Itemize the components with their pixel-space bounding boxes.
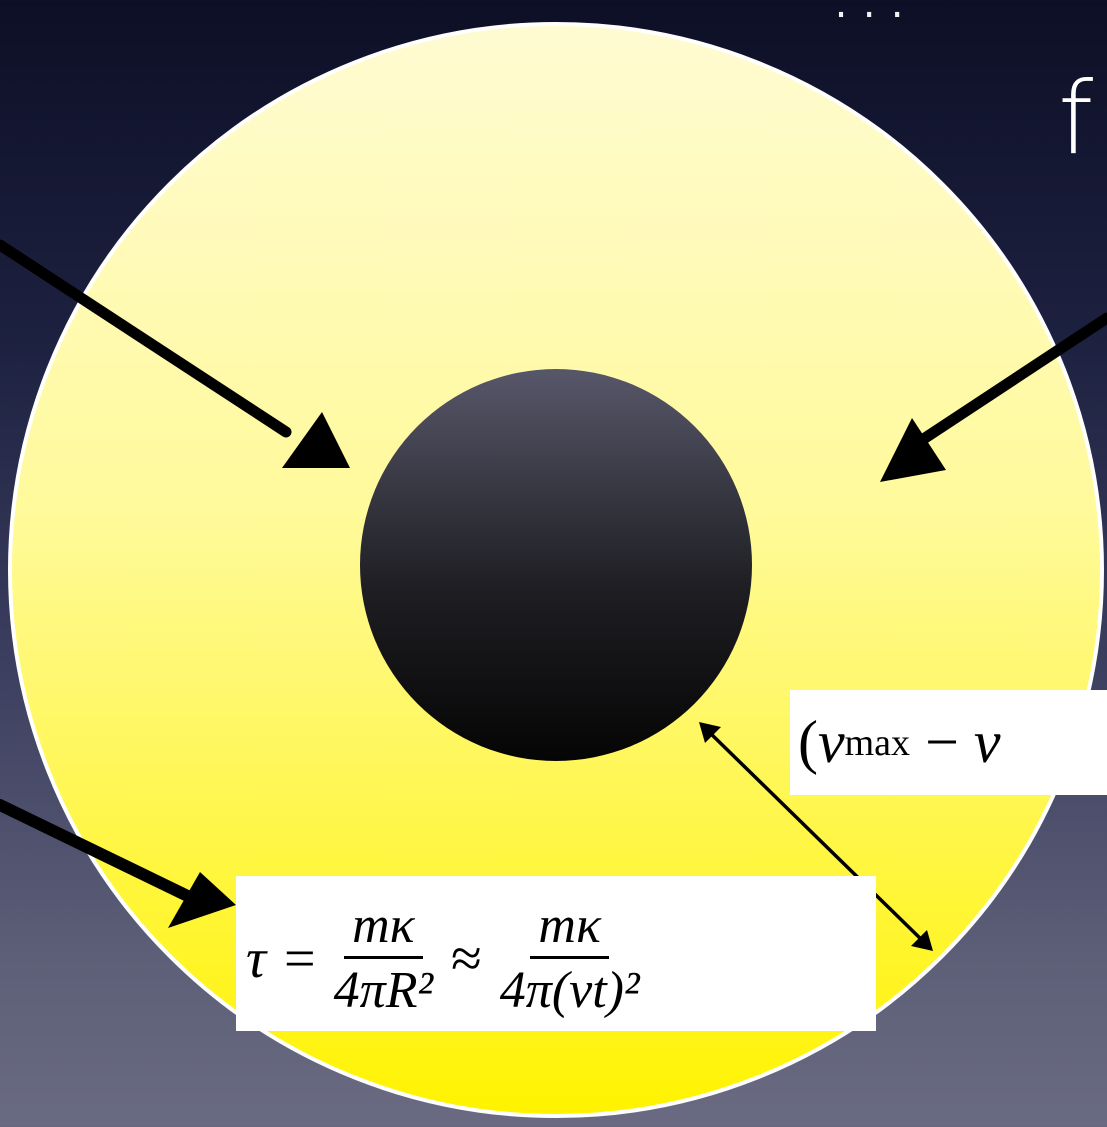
equals-sign: =: [284, 927, 316, 990]
title-fragment-line2: f: [1058, 60, 1094, 177]
arrow-lower-left-icon: [0, 799, 236, 928]
inner-core: [360, 369, 752, 761]
velocity-subscript: max: [844, 721, 911, 764]
approx-sign: ≈: [451, 927, 482, 990]
arrow-upper-left-icon: [0, 239, 350, 468]
velocity-tail: v: [973, 709, 1001, 775]
fraction-radius-numerator: mκ: [344, 900, 423, 959]
fraction-radius: mκ 4πR²: [334, 900, 433, 1017]
velocity-open-paren: (: [798, 709, 818, 775]
fraction-velocity-time: mκ 4π(vt)²: [500, 900, 640, 1017]
tau-symbol: τ: [246, 927, 267, 990]
velocity-minus: −: [925, 709, 959, 775]
arrow-upper-right-icon: [880, 312, 1107, 482]
optical-depth-equation: τ = mκ 4πR² ≈ mκ 4π(vt)²: [236, 876, 876, 1031]
title-fragment-line1: ...: [828, 0, 912, 37]
thickness-double-arrow-icon: [699, 722, 933, 951]
velocity-v: v: [817, 709, 845, 775]
fraction-radius-denominator: 4πR²: [333, 962, 434, 1019]
fraction-velocity-denominator: 4π(vt)²: [499, 962, 640, 1019]
fraction-velocity-numerator: mκ: [530, 900, 609, 959]
